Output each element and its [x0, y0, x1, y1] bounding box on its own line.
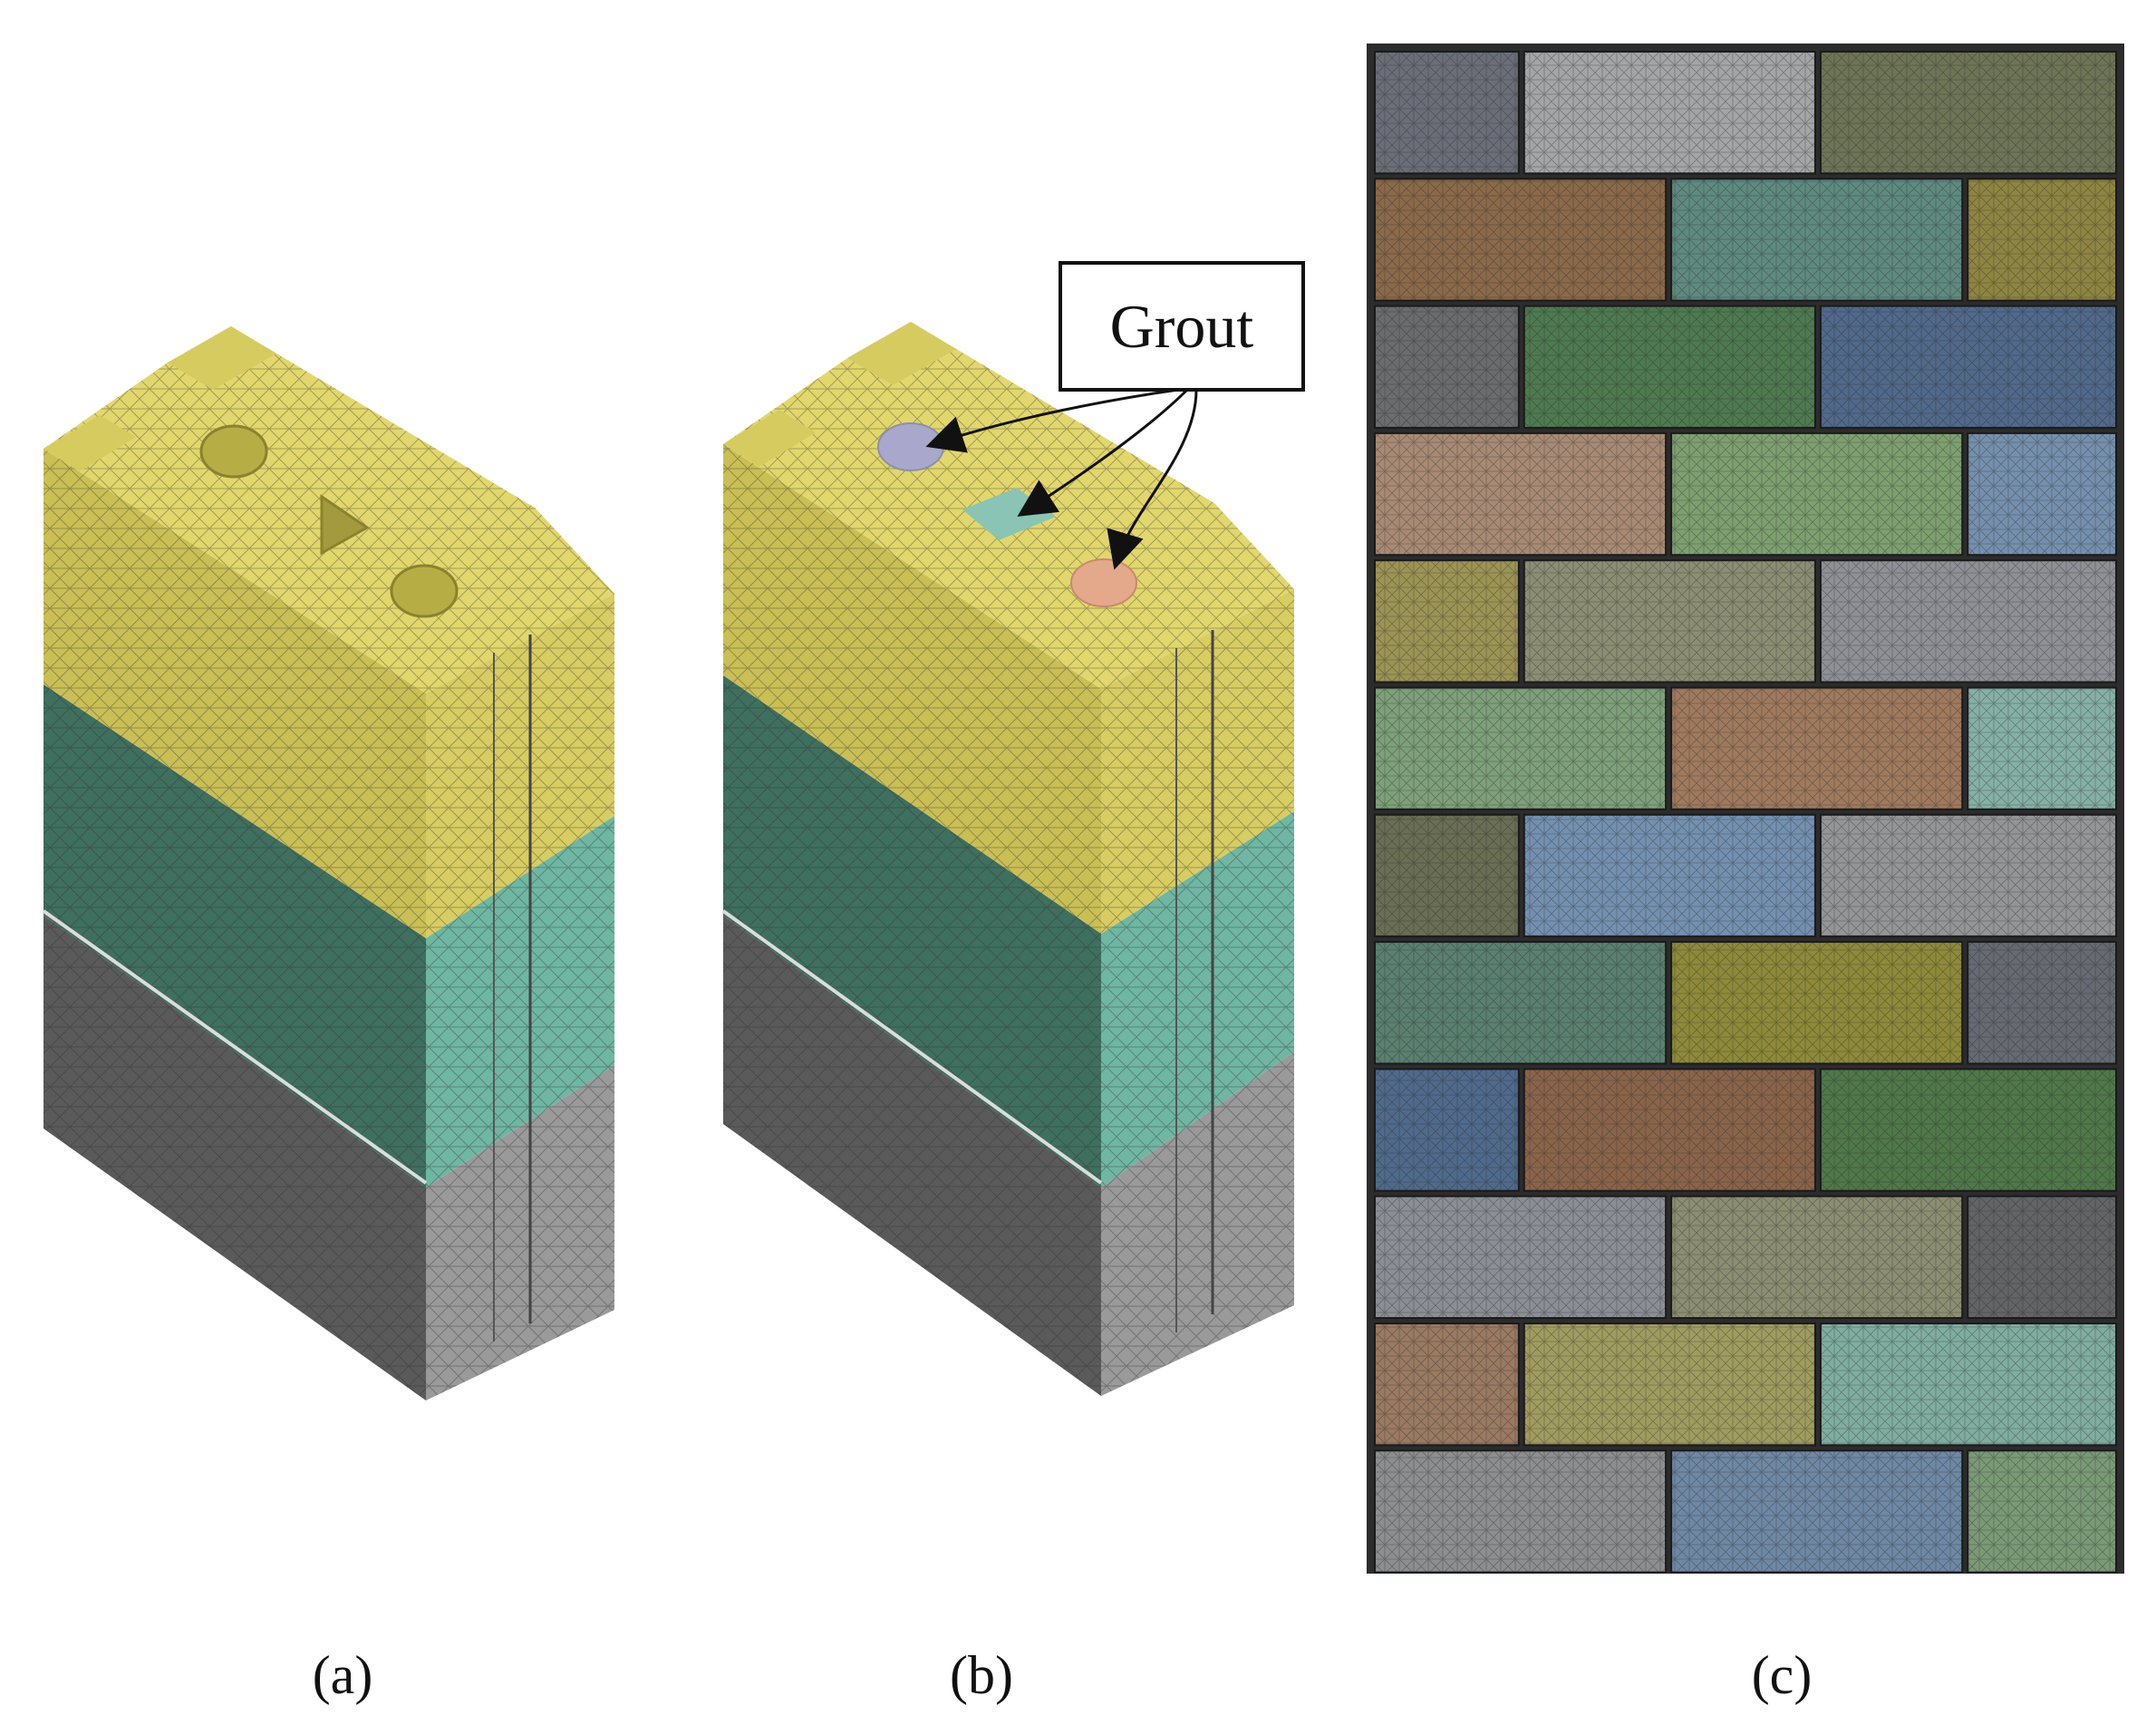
wall-brick-mesh — [1967, 1196, 2116, 1318]
wall-brick-mesh — [1820, 52, 2116, 174]
wall-brick-mesh — [1820, 1323, 2116, 1446]
panel-a-block-stack — [42, 326, 614, 1400]
wall-brick-mesh — [1523, 52, 1815, 174]
wall-brick-mesh — [1523, 814, 1815, 937]
wall-brick-mesh — [1967, 1450, 2116, 1573]
wall-brick-mesh — [1523, 560, 1815, 683]
wall-brick-mesh — [1523, 1069, 1815, 1191]
wall-brick-mesh — [1967, 942, 2116, 1064]
wall-brick-mesh — [1671, 179, 1963, 301]
wall-brick-mesh — [1820, 305, 2116, 428]
block-a-cell-triangle — [320, 494, 370, 556]
panel-label-a: (a) — [313, 1645, 373, 1705]
wall-brick-mesh — [1375, 52, 1519, 174]
wall-brick-mesh — [1967, 687, 2116, 809]
grout-callout-label: Grout — [1110, 292, 1254, 361]
block-a-cell-circle-2 — [390, 564, 459, 618]
wall-brick-mesh — [1820, 560, 2116, 683]
wall-brick-mesh — [1375, 179, 1667, 301]
wall-brick-mesh — [1375, 1323, 1519, 1446]
panel-label-b: (b) — [950, 1645, 1013, 1705]
wall-brick-mesh — [1671, 432, 1963, 556]
wall-brick-mesh — [1375, 305, 1519, 428]
wall-brick-mesh — [1375, 814, 1519, 937]
grout-arrow-3 — [1107, 389, 1198, 570]
grout-arrow-1 — [925, 388, 1179, 453]
wall-brick-mesh — [1523, 1323, 1815, 1446]
wall-brick-mesh — [1967, 432, 2116, 556]
panel-b-block-stack: Grout — [721, 261, 1305, 1396]
wall-brick-mesh — [1671, 1450, 1963, 1573]
wall-brick-mesh — [1375, 942, 1667, 1064]
wall-bricks — [1374, 51, 2118, 1574]
grout-callout-box — [1059, 261, 1305, 392]
wall-brick-mesh — [1671, 942, 1963, 1064]
wall-brick-mesh — [1375, 560, 1519, 683]
wall-brick-mesh — [1671, 1196, 1963, 1318]
grout-arrow-2 — [1017, 388, 1189, 517]
wall-brick-mesh — [1375, 687, 1667, 809]
wall-brick-mesh — [1375, 1450, 1667, 1573]
wall-brick-mesh — [1820, 1069, 2116, 1191]
grout-circle-1 — [877, 422, 944, 471]
wall-brick-mesh — [1375, 1069, 1519, 1191]
wall-brick-mesh — [1671, 687, 1963, 809]
panel-label-c: (c) — [1752, 1645, 1813, 1705]
wall-brick-mesh — [1820, 814, 2116, 937]
block-a-cell-circle-1 — [199, 424, 268, 479]
wall-brick-mesh — [1967, 179, 2116, 301]
wall-brick-mesh — [1523, 305, 1815, 428]
grout-circle-2 — [1070, 558, 1137, 607]
panel-c-masonry-wall — [1367, 44, 2124, 1574]
wall-brick-mesh — [1375, 1196, 1667, 1318]
wall-brick-mesh — [1375, 432, 1667, 556]
